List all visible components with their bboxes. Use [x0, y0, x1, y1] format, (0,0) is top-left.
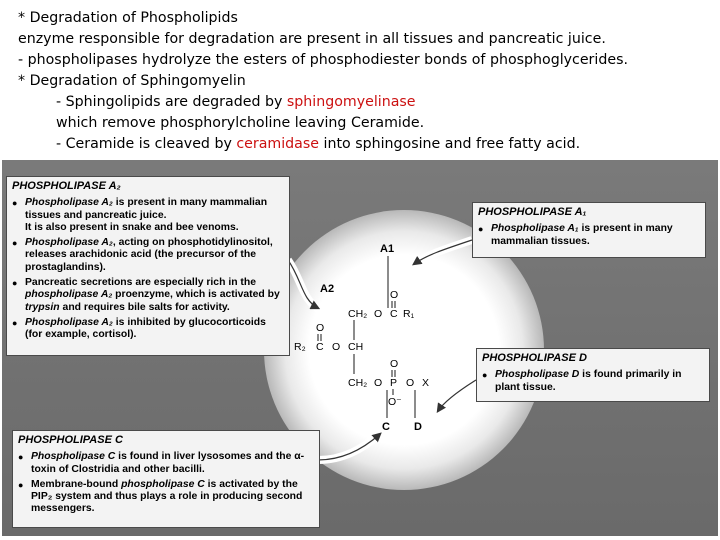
- atom-o4: O: [406, 377, 414, 389]
- atom-x: X: [422, 377, 429, 389]
- enzyme-name: Phospholipase A₂: [25, 197, 113, 209]
- atom-o-p-top: O: [390, 358, 398, 370]
- arrow-c: [317, 429, 385, 464]
- phospholipase-figure: A1 A2 C D CH₂ O C R₁ O R₂ C O CH O CH₂ O…: [2, 160, 718, 536]
- enzyme-name: Phospholipase A₂: [25, 237, 113, 249]
- phospholipase-d-box: PHOSPHOLIPASE D Phospholipase D is found…: [476, 348, 710, 402]
- arrow-a1: [409, 236, 474, 269]
- bullet: Phospholipase A₂ is inhibited by glucoco…: [11, 317, 289, 342]
- label-a2: A2: [320, 283, 334, 295]
- text-line: - phospholipases hydrolyze the esters of…: [18, 52, 628, 68]
- arrow-a2-inner: [287, 259, 321, 310]
- highlight-ceramidase: ceramidase: [236, 136, 319, 152]
- enzyme-name: Phospholipase A₁: [491, 223, 579, 235]
- heading-phospholipids: * Degradation of Phospholipids: [18, 10, 238, 26]
- enzyme-name: Phospholipase A₂: [25, 316, 113, 328]
- bullet: Phospholipase A₂, acting on phosphotidyl…: [11, 237, 289, 274]
- phospholipid-structure-diagram: A1 A2 C D CH₂ O C R₁ O R₂ C O CH O CH₂ O…: [284, 236, 479, 464]
- text-line: - Ceramide is cleaved by ceramidase into…: [18, 134, 718, 155]
- bullet-text: , acting on phosphotidylinositol, releas…: [25, 237, 273, 273]
- enzyme-name: trypsin: [25, 301, 60, 313]
- atom-r2: R₂: [294, 341, 306, 353]
- atom-ch2-bot: CH₂: [348, 377, 367, 389]
- atom-ch: CH: [348, 341, 363, 353]
- bullet-text: and requires bile salts for activity.: [59, 301, 230, 313]
- bullet: Membrane-bound phospholipase C is activa…: [17, 479, 319, 516]
- text-line: - Sphingolipids are degraded by sphingom…: [18, 92, 718, 113]
- bullet: Pancreatic secretions are especially ric…: [11, 277, 289, 314]
- bullet-text: is found primarily in plant tissue.: [495, 369, 682, 393]
- arrow-d: [433, 376, 479, 415]
- box-header: PHOSPHOLIPASE A₁: [478, 206, 587, 218]
- arrow-a1-inner: [412, 239, 473, 266]
- label-c: C: [382, 421, 390, 433]
- label-a1: A1: [380, 243, 394, 255]
- bullet-text: proenzyme, which is activated by: [112, 289, 280, 301]
- bullet-text: Pancreatic secretions are especially ric…: [25, 277, 257, 289]
- atom-c1: C: [390, 308, 398, 320]
- text-line: which remove phosphorylcholine leaving C…: [56, 115, 425, 131]
- atom-c2: C: [316, 341, 324, 353]
- enzyme-name: phospholipase C: [121, 478, 205, 490]
- heading-sphingomyelin: * Degradation of Sphingomyelin: [18, 73, 246, 89]
- atom-o-p-bot: O⁻: [388, 396, 402, 408]
- bullet-text: is found in liver lysosomes and the α-to…: [31, 451, 305, 475]
- atom-r1: R₁: [403, 308, 415, 320]
- box-header: PHOSPHOLIPASE A₂: [12, 180, 121, 192]
- atom-o2: O: [332, 341, 340, 353]
- bullet: Phospholipase A₂ is present in many mamm…: [11, 197, 289, 234]
- bullet-text: Membrane-bound: [31, 478, 122, 490]
- phospholipase-a2-box: PHOSPHOLIPASE A₂ Phospholipase A₂ is pre…: [6, 176, 290, 356]
- lecture-text: * Degradation of Phospholipids enzyme re…: [18, 8, 718, 155]
- enzyme-name: Phospholipase D: [495, 369, 580, 381]
- phospholipase-c-box: PHOSPHOLIPASE C Phospholipase C is found…: [12, 430, 320, 528]
- atom-ch2-top: CH₂: [348, 308, 367, 320]
- bullet-text: It is also present in snake and bee veno…: [25, 221, 239, 233]
- arrow-c-inner: [317, 432, 382, 461]
- bullet: Phospholipase C is found in liver lysoso…: [17, 451, 319, 476]
- bullet: Phospholipase D is found primarily in pl…: [481, 369, 709, 394]
- bullet-text: is present in many mammalian tissues and…: [25, 197, 268, 221]
- enzyme-name: phospholipase A₂: [25, 289, 113, 301]
- text-segment: - Sphingolipids are degraded by: [56, 94, 287, 110]
- box-header: PHOSPHOLIPASE D: [482, 352, 587, 364]
- text-segment: into sphingosine and free fatty acid.: [319, 136, 581, 152]
- phospholipase-a1-box: PHOSPHOLIPASE A₁ Phospholipase A₁ is pre…: [472, 202, 706, 258]
- atom-o1: O: [374, 308, 382, 320]
- text-segment: - Ceramide is cleaved by: [56, 136, 237, 152]
- bullet-text: is inhibited by glucocorticoids (for exa…: [25, 316, 266, 341]
- highlight-sphingomyelinase: sphingomyelinase: [286, 94, 416, 110]
- bullet-text: is present in many mammalian tissues.: [491, 223, 673, 247]
- atom-o-dbl2: O: [316, 322, 324, 334]
- box-header: PHOSPHOLIPASE C: [18, 434, 123, 446]
- atom-o-dbl1: O: [390, 289, 398, 301]
- atom-o3: O: [374, 377, 382, 389]
- atom-p: P: [390, 377, 397, 389]
- label-d: D: [414, 421, 422, 433]
- text-line: enzyme responsible for degradation are p…: [18, 31, 606, 47]
- enzyme-name: Phospholipase C: [31, 451, 116, 463]
- bullet-text: is activated by the PIP₂ system and thus…: [31, 478, 303, 515]
- arrow-d-inner: [436, 379, 477, 413]
- bullet: Phospholipase A₁ is present in many mamm…: [477, 223, 705, 248]
